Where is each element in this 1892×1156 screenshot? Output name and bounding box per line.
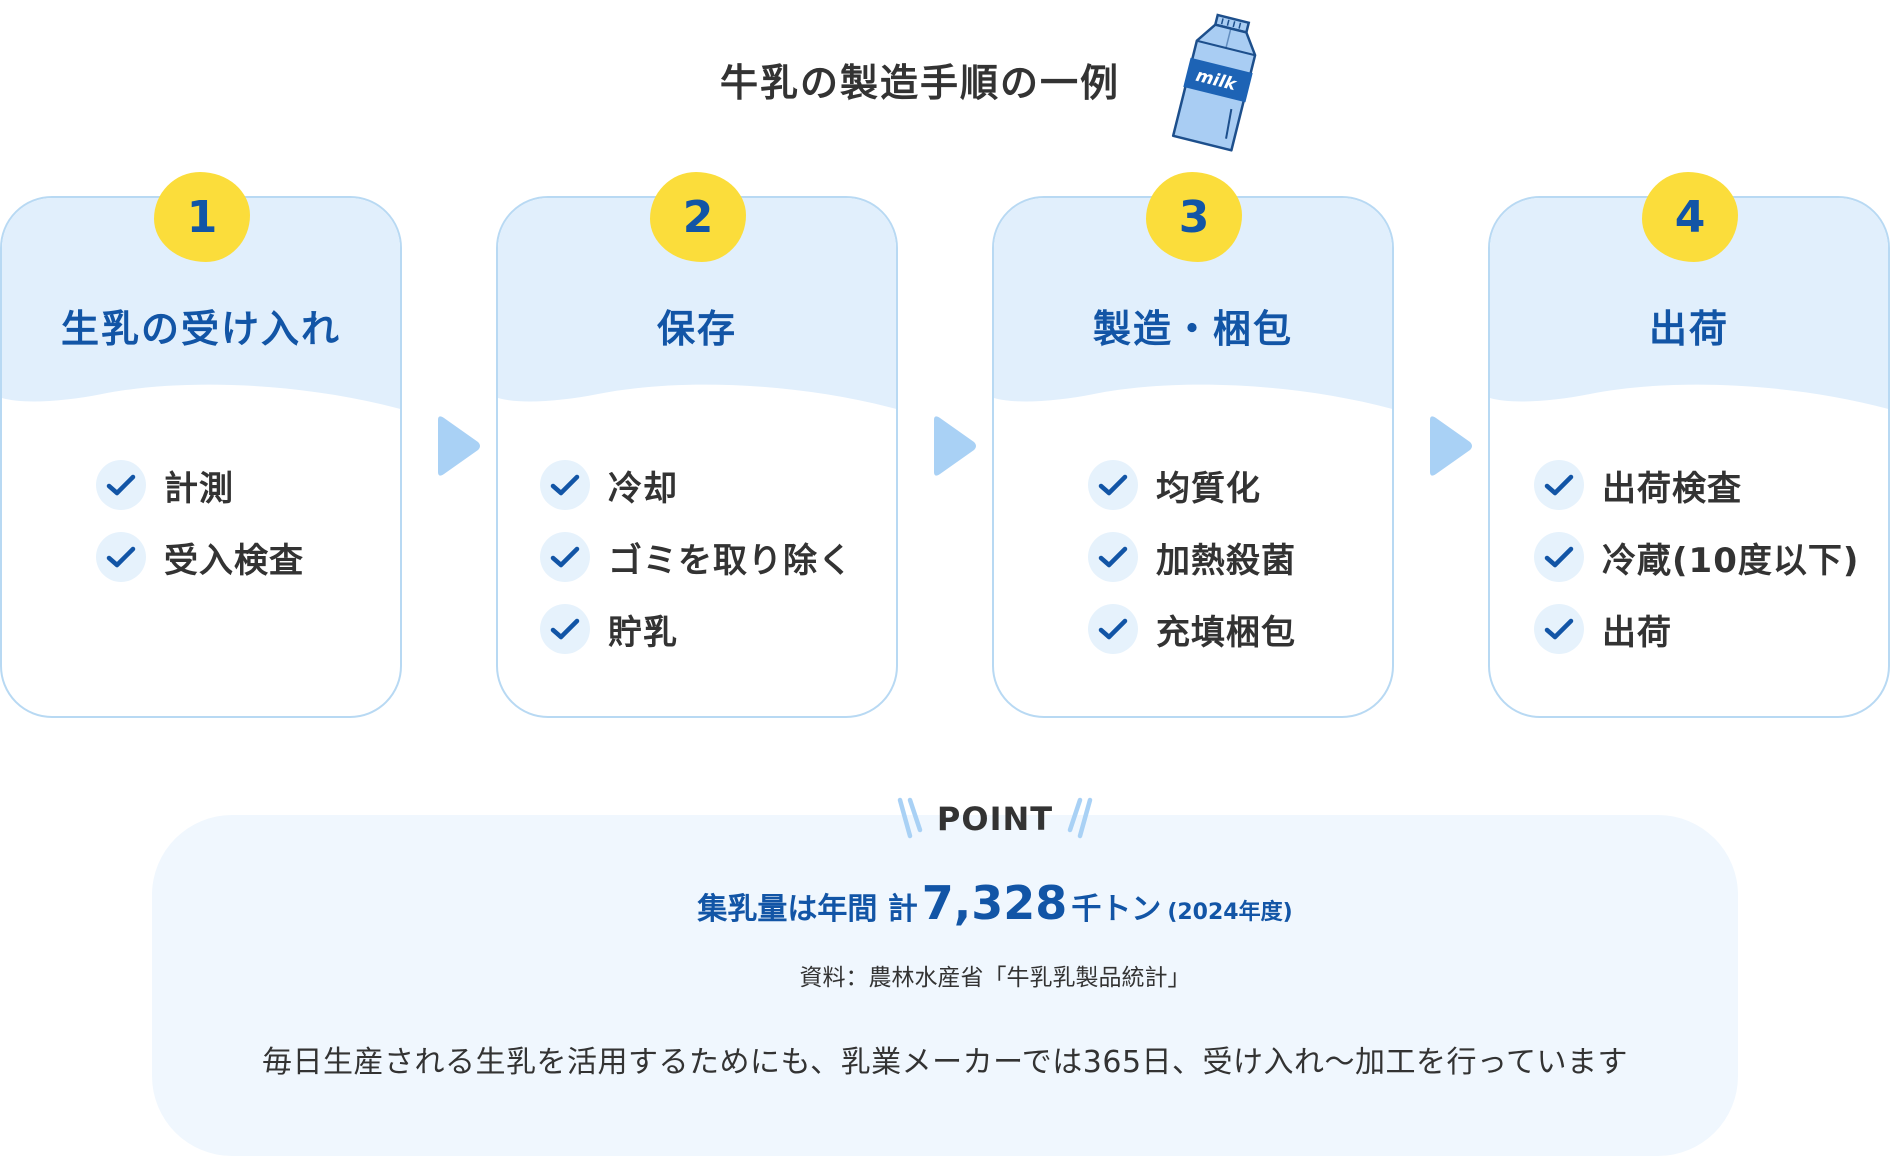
- check-icon: [540, 460, 590, 510]
- step-number-badge-4: 4: [1642, 172, 1738, 262]
- check-icon: [1534, 532, 1584, 582]
- step-item-label: 出荷検査: [1602, 468, 1742, 509]
- list-item: 計測: [96, 460, 234, 510]
- list-item: 出荷: [1534, 604, 1672, 654]
- accent-lines-icon: [897, 797, 923, 839]
- milk-carton-icon: milk: [1171, 13, 1257, 152]
- check-icon: [1534, 604, 1584, 654]
- step-item-label: 出荷: [1602, 612, 1672, 653]
- arrow-right-icon: [1430, 416, 1472, 476]
- list-item: ゴミを取り除く: [540, 532, 853, 582]
- step-title: 製造・梱包: [1092, 307, 1293, 351]
- point-box: [152, 815, 1738, 1156]
- page-title: 牛乳の製造手順の一例: [719, 61, 1120, 105]
- step-card-2: 保存 冷却 ゴミを取り除く 貯乳: [496, 196, 898, 718]
- source-note: 資料：農林水産省「牛乳乳製品統計」: [799, 965, 1191, 991]
- stat-value: 7,328: [921, 876, 1068, 930]
- step-title: 生乳の受け入れ: [60, 307, 341, 351]
- stat-prefix: 集乳量は年間 計: [697, 892, 918, 927]
- step-card-4: 出荷 出荷検査 冷蔵(10度以下) 出荷: [1488, 196, 1890, 718]
- point-message: 毎日生産される生乳を活用するためにも、乳業メーカーでは365日、受け入れ〜加工を…: [261, 1045, 1629, 1080]
- stat-year: (2024年度): [1167, 900, 1293, 925]
- list-item: 出荷検査: [1534, 460, 1742, 510]
- check-icon: [1088, 604, 1138, 654]
- check-icon: [1534, 460, 1584, 510]
- check-icon: [540, 604, 590, 654]
- step-card-3: 製造・梱包 均質化 加熱殺菌 充填梱包: [992, 196, 1394, 718]
- check-icon: [1088, 460, 1138, 510]
- step-item-label: 冷却: [608, 468, 678, 509]
- step-number-badge-3: 3: [1146, 172, 1242, 262]
- check-icon: [96, 532, 146, 582]
- step-item-label: 計測: [164, 468, 234, 509]
- step-title: 出荷: [1648, 307, 1729, 351]
- step-title: 保存: [656, 307, 737, 351]
- step-item-label: 充填梱包: [1156, 612, 1296, 653]
- check-icon: [96, 460, 146, 510]
- step-item-label: 冷蔵(10度以下): [1602, 540, 1860, 581]
- arrow-right-icon: [934, 416, 976, 476]
- list-item: 均質化: [1088, 460, 1261, 510]
- arrow-right-icon: [438, 416, 480, 476]
- list-item: 加熱殺菌: [1088, 532, 1296, 582]
- step-item-label: 貯乳: [608, 612, 678, 653]
- step-item-label: 加熱殺菌: [1156, 540, 1296, 581]
- step-item-label: 均質化: [1156, 468, 1261, 509]
- list-item: 冷却: [540, 460, 678, 510]
- step-number-badge-1: 1: [154, 172, 250, 262]
- point-heading: POINT: [936, 800, 1054, 838]
- list-item: 充填梱包: [1088, 604, 1296, 654]
- accent-lines-icon: [1067, 797, 1093, 839]
- step-number-badge-2: 2: [650, 172, 746, 262]
- check-icon: [540, 532, 590, 582]
- step-item-label: 受入検査: [164, 540, 304, 581]
- list-item: 貯乳: [540, 604, 678, 654]
- step-item-label: ゴミを取り除く: [608, 540, 853, 581]
- stat-unit: 千トン: [1071, 892, 1162, 927]
- list-item: 受入検査: [96, 532, 304, 582]
- check-icon: [1088, 532, 1138, 582]
- list-item: 冷蔵(10度以下): [1534, 532, 1859, 582]
- step-card-1: 生乳の受け入れ 計測 受入検査: [0, 196, 402, 718]
